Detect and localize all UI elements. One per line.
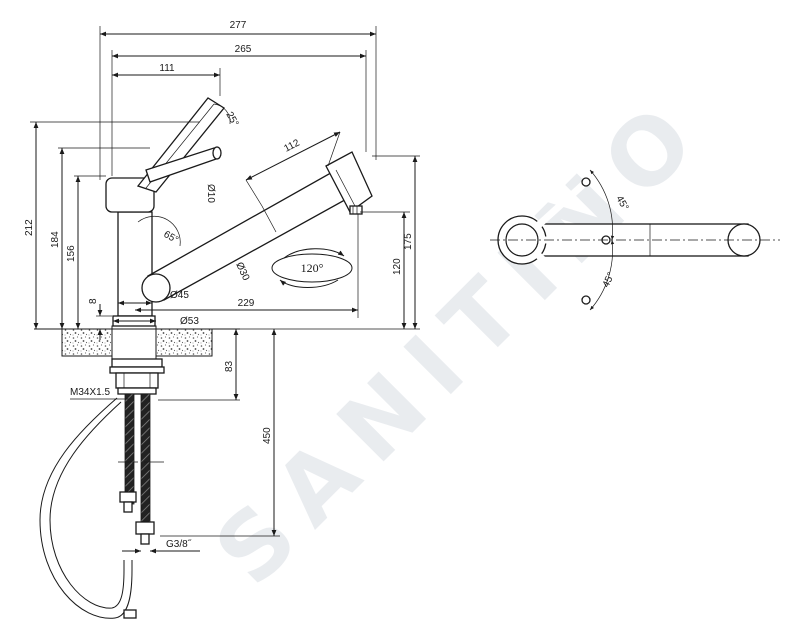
dim-label-265: 265	[235, 44, 252, 55]
dim-8: 8	[88, 298, 112, 340]
dim-label-175: 175	[403, 233, 414, 250]
supply-hoses	[118, 393, 164, 545]
dim-229: 229	[135, 214, 359, 318]
pullout-hose	[39, 397, 137, 619]
dim-277: 277	[99, 20, 377, 180]
dim-label-212: 212	[24, 219, 35, 236]
watermark: SANITINO	[195, 74, 727, 606]
dim-label-450: 450	[262, 427, 273, 444]
dim-d53: Ø53	[113, 316, 199, 327]
dim-175: 175	[240, 155, 420, 330]
dim-83: 83	[158, 329, 240, 401]
dim-label-184: 184	[50, 231, 61, 248]
dim-label-connection: G3/8˝	[166, 538, 192, 550]
top-view: 45° 45°	[490, 169, 780, 311]
dim-label-8: 8	[88, 298, 99, 304]
dim-d45: Ø45	[118, 290, 189, 306]
dim-label-120: 120	[392, 258, 403, 275]
swivel-symbol: 120°	[271, 248, 353, 288]
dim-label-45deg-lower: 45°	[601, 271, 617, 289]
dim-label-d30: Ø30	[233, 261, 251, 283]
dim-label-229: 229	[238, 298, 255, 309]
dim-label-25deg: 25°	[223, 110, 240, 129]
dim-450: 450	[160, 329, 280, 537]
dim-120: 120	[360, 211, 410, 329]
dim-label-111: 111	[159, 63, 175, 74]
dim-label-277: 277	[230, 20, 247, 31]
countertop	[34, 325, 240, 360]
dim-label-thread: M34X1.5	[70, 387, 110, 398]
mounting-nut	[109, 358, 165, 395]
side-view: 277 265 111 25° Ø10 112	[24, 20, 420, 619]
dim-label-d45: Ø45	[170, 290, 189, 301]
dim-label-83: 83	[224, 360, 235, 372]
dim-184: 184	[50, 147, 150, 329]
handle-lever	[136, 97, 225, 193]
dim-label-d10: Ø10	[205, 184, 216, 203]
dim-265: 265	[111, 44, 367, 176]
dim-212: 212	[24, 121, 200, 329]
dim-thread: M34X1.5	[70, 387, 130, 400]
dim-label-120deg: 120°	[301, 261, 324, 275]
faucet-body	[105, 177, 156, 327]
dim-label-65deg: 65°	[162, 229, 181, 246]
spout	[141, 169, 353, 303]
watermark-text: SANITINO	[195, 74, 727, 606]
dim-connection: G3/8˝	[122, 538, 200, 554]
dim-label-112: 112	[282, 137, 302, 154]
dim-label-d53: Ø53	[180, 316, 199, 327]
dim-156: 156	[66, 175, 106, 329]
dim-label-156: 156	[66, 245, 77, 262]
dim-111: 111	[112, 63, 221, 96]
